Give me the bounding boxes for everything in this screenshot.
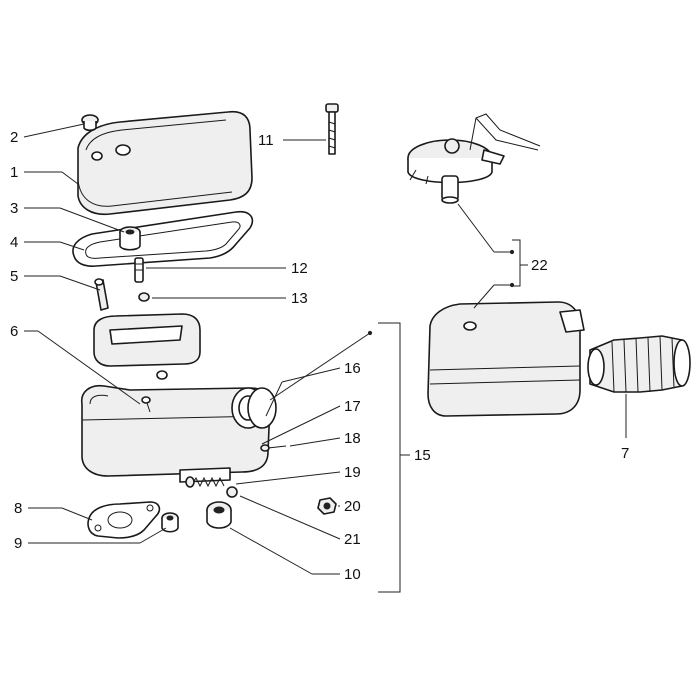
carburettor-assembly-part (407, 113, 541, 204)
flange-gasket-part (87, 501, 161, 539)
ball-part (226, 486, 238, 498)
long-bolt-part (325, 103, 339, 155)
spring-part (185, 476, 225, 488)
stud-part (134, 257, 144, 283)
small-nut-part (138, 292, 150, 302)
callout-15: 15 (414, 447, 431, 464)
leader-lines (23, 123, 627, 593)
callout-20: 20 (344, 498, 361, 515)
callout-5: 5 (10, 268, 18, 285)
callout-10: 10 (344, 566, 361, 583)
jet-holder-part (206, 501, 232, 529)
float-bowl-part (427, 301, 585, 417)
callout-11: 11 (258, 132, 274, 149)
callout-18: 18 (344, 430, 361, 447)
hex-nut-part (317, 497, 337, 515)
callout-3: 3 (10, 200, 18, 217)
callout-17: 17 (344, 398, 361, 415)
callout-13: 13 (291, 290, 308, 307)
callout-9: 9 (14, 535, 22, 552)
callout-4: 4 (10, 234, 18, 251)
filter-box-body-part (80, 384, 277, 483)
callout-1: 1 (10, 164, 18, 181)
cover-screw-part (81, 114, 99, 132)
callout-6: 6 (10, 323, 18, 340)
bushing-part (119, 226, 141, 251)
callout-7: 7 (621, 445, 629, 462)
gasket-part (72, 210, 254, 267)
callout-19: 19 (344, 464, 361, 481)
filter-cover-part (77, 110, 253, 216)
small-screw-part (260, 444, 287, 452)
rubber-bellows-part (587, 335, 691, 393)
callout-8: 8 (14, 500, 22, 517)
callout-2: 2 (10, 129, 18, 146)
filter-element-part (93, 313, 201, 380)
callout-12: 12 (291, 260, 308, 277)
callout-21: 21 (344, 531, 361, 548)
pin-part (94, 278, 109, 311)
callout-16: 16 (344, 360, 361, 377)
callout-22: 22 (531, 257, 548, 274)
